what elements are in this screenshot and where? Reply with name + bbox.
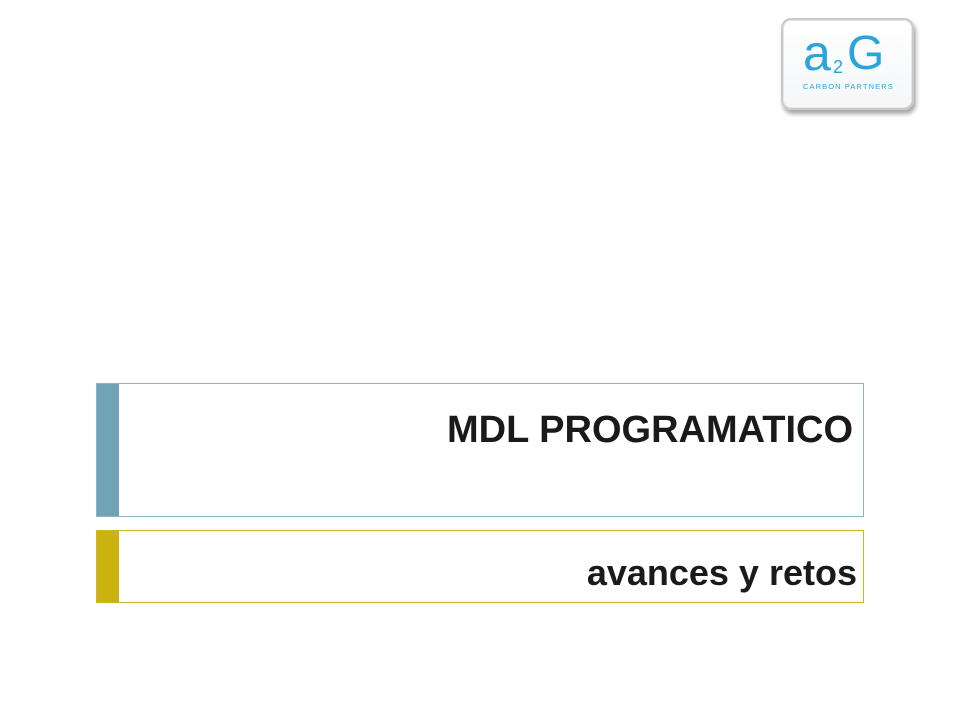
logo-tagline: CARBON PARTNERS: [803, 82, 894, 91]
logo-letter-a: a: [803, 25, 831, 81]
logo-mark: a 2 G CARBON PARTNERS: [803, 28, 899, 98]
company-logo: a 2 G CARBON PARTNERS: [781, 18, 914, 110]
subtitle-accent-bar: [97, 531, 119, 602]
title-accent-bar: [97, 384, 119, 516]
slide-title: MDL PROGRAMATICO: [446, 409, 853, 451]
slide-subtitle: avances y retos: [586, 552, 857, 593]
title-box: MDL PROGRAMATICO: [96, 383, 864, 517]
logo-digit-2: 2: [833, 57, 844, 77]
subtitle-box: avances y retos: [96, 530, 864, 603]
logo-letter-g: G: [847, 27, 885, 80]
